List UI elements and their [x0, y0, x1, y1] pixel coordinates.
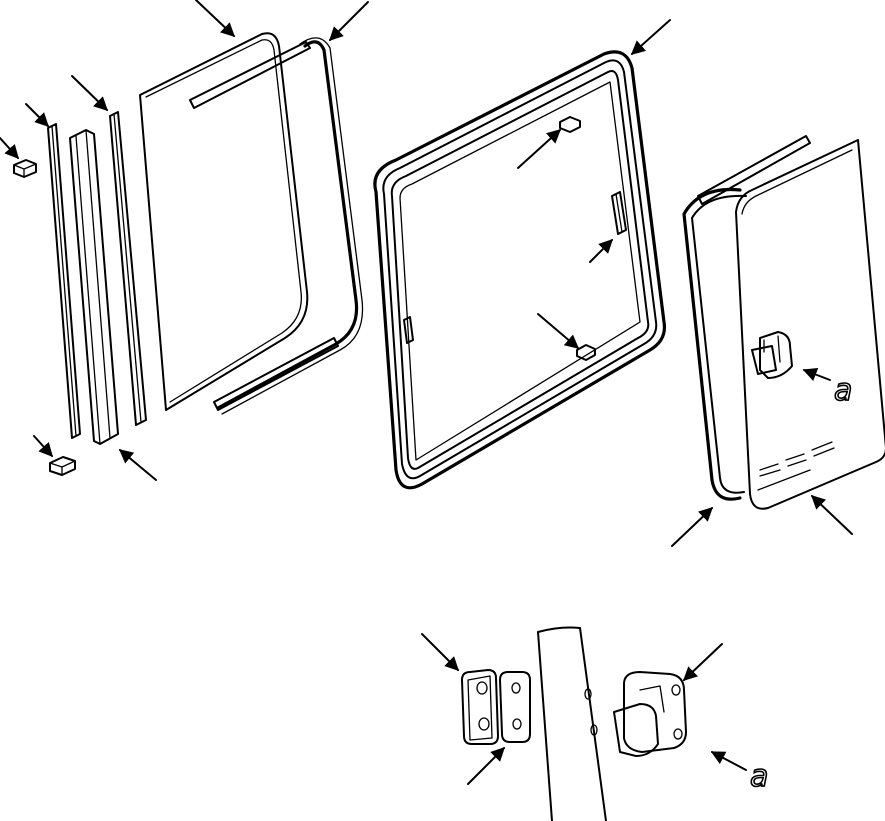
frame-slot-right — [611, 191, 627, 235]
vertical-channel — [69, 129, 119, 445]
arrow-backing-plate — [421, 633, 459, 671]
arrow-latch-detail — [710, 751, 747, 771]
left-glass-pane — [139, 32, 309, 411]
arrow-frame-slot — [589, 239, 613, 263]
latch-body — [613, 671, 687, 757]
frame-clip-bottom — [576, 344, 596, 361]
j-shaped-gasket — [216, 37, 364, 415]
arrow-glass — [195, 0, 236, 37]
center-window-frame — [373, 19, 671, 490]
latch-detail-view: a — [421, 626, 769, 821]
arrow-top-clip — [0, 137, 19, 160]
arrow-gasket — [329, 1, 369, 41]
arrow-strip-right — [71, 75, 109, 111]
arrow-strip-left — [25, 103, 49, 127]
gasket-plate — [499, 671, 531, 743]
right-latch — [751, 331, 793, 379]
bottom-seal-strip — [213, 337, 339, 411]
latch-detail-callout-label: a — [750, 759, 768, 794]
arrow-latch — [802, 367, 831, 382]
arrow-bottom-clip — [33, 435, 53, 458]
bottom-clip — [49, 456, 76, 476]
wall-panel — [537, 626, 607, 821]
right-top-strip — [697, 135, 811, 205]
top-clip — [13, 159, 37, 178]
vertical-seal-strip-right — [109, 111, 147, 426]
right-window-assembly: a — [671, 135, 885, 547]
vertical-seal-strip-left — [47, 123, 81, 439]
left-window-assembly — [0, 0, 369, 481]
arrow-latch-body — [682, 643, 723, 681]
right-glass-pane — [735, 139, 885, 510]
arrow-frame-clip-bottom — [537, 313, 580, 349]
frame-clip-top — [559, 116, 581, 133]
right-gasket — [682, 187, 747, 501]
frame-tab-left — [403, 316, 414, 344]
top-seal-strip — [189, 41, 311, 109]
arrow-right-gasket — [671, 507, 714, 547]
latch-callout-label: a — [834, 373, 852, 408]
arrow-frame-clip-top — [517, 129, 562, 169]
arrow-channel — [118, 449, 157, 481]
arrow-frame — [630, 19, 671, 55]
arrow-gasket-plate — [467, 747, 505, 785]
backing-plate — [461, 669, 499, 745]
arrow-right-glass — [810, 495, 853, 535]
